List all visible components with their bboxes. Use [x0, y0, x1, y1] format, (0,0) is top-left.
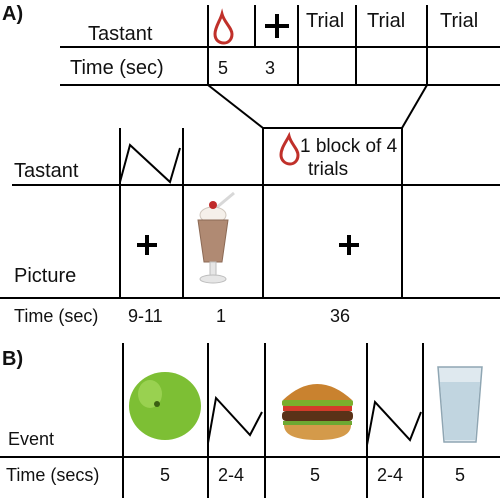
tastant-delivery-waveform: [119, 143, 181, 184]
green-apple-icon: [129, 372, 201, 440]
timeline-time-2: 2-4: [218, 465, 245, 485]
timeline-time-1: 5: [160, 465, 171, 485]
cross-duration: 3: [265, 58, 276, 78]
event-row-label: Event: [8, 429, 55, 449]
timeline-grid: [0, 343, 500, 498]
tastant-row-label: Tastant: [88, 23, 153, 45]
tastant-drop-icon: [213, 8, 234, 45]
picture-label: Picture: [14, 265, 77, 287]
picture-fixation-cross-icon: [137, 235, 157, 255]
trial-header-3: Trial: [440, 10, 479, 32]
block-time-tastant: 9-11: [128, 306, 163, 326]
block-fixation-cross-icon: [339, 235, 359, 255]
block-drop-icon: [279, 131, 300, 166]
block-text-line2: trials: [308, 159, 349, 180]
jitter-waveform-1: [207, 395, 263, 444]
timeline-time-3: 5: [310, 465, 321, 485]
glass-of-water-icon: [437, 366, 483, 443]
time-row-label: Time (sec): [70, 57, 164, 79]
timeline-time-5: 5: [455, 465, 466, 485]
block-text-line1: 1 block of 4: [300, 136, 398, 157]
fixation-cross-icon: [265, 14, 289, 38]
drop-duration: 5: [218, 58, 229, 78]
hamburger-icon: [282, 384, 353, 440]
trial-header-2: Trial: [367, 10, 406, 32]
zoom-connector-lines: [207, 84, 428, 129]
block-time-picture: 1: [216, 306, 227, 326]
timeline-time-4: 2-4: [377, 465, 404, 485]
block-time-label: Time (sec): [14, 306, 99, 326]
block-grid: [0, 127, 500, 299]
jitter-waveform-2: [366, 399, 422, 446]
block-time-block: 36: [330, 306, 351, 326]
trial-header-1: Trial: [306, 10, 345, 32]
milkshake-icon: [197, 191, 235, 284]
timeline-time-label: Time (secs): [6, 465, 100, 485]
panel-a-label: A): [2, 3, 24, 25]
panel-b-label: B): [2, 348, 24, 370]
block-tastant-label: Tastant: [14, 160, 79, 182]
